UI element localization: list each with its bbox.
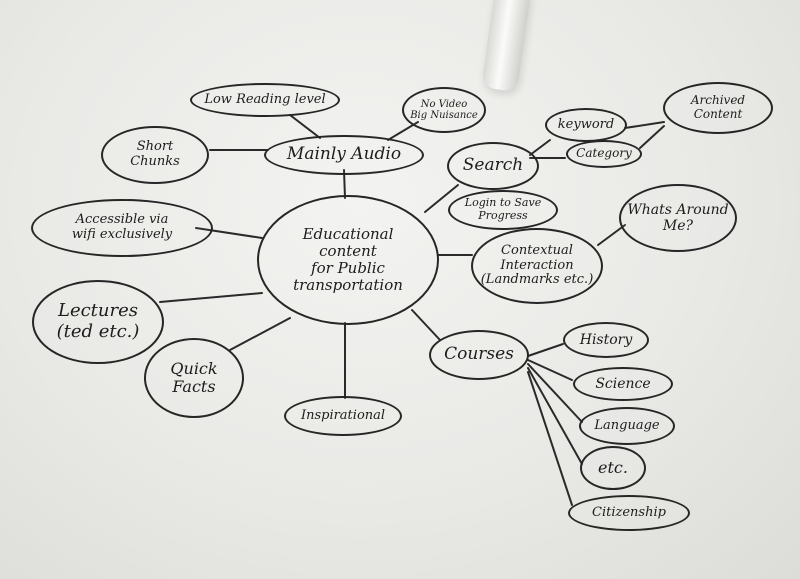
node-language: Language <box>579 407 675 445</box>
edge-courses-etc <box>527 367 583 465</box>
node-no-video: No Video Big Nuisance <box>402 87 486 133</box>
node-inspirational: Inspirational <box>284 396 402 436</box>
edge-category-archived <box>639 125 665 149</box>
edge-center-courses <box>411 309 441 341</box>
node-contextual-interaction: Contextual Interaction (Landmarks etc.) <box>471 228 603 304</box>
edge-courses-citizenship <box>527 371 573 506</box>
node-etc: etc. <box>580 446 646 490</box>
edge-courses-history <box>527 343 564 357</box>
node-science: Science <box>573 367 673 401</box>
edge-center-quick-facts <box>229 317 291 351</box>
node-low-reading-level: Low Reading level <box>190 83 340 117</box>
node-search: Search <box>447 142 539 190</box>
node-login-save-progress: Login to Save Progress <box>448 190 558 230</box>
edge-search-keyword <box>529 139 551 156</box>
node-archived-content: Archived Content <box>663 82 773 134</box>
edge-courses-language <box>527 363 583 423</box>
edge-keyword-archived <box>624 121 665 129</box>
edge-center-search <box>424 184 459 213</box>
node-category: Category <box>566 140 642 168</box>
node-accessible-wifi: Accessible via wifi exclusively <box>31 199 213 257</box>
node-keyword: keyword <box>545 108 627 142</box>
node-citizenship: Citizenship <box>568 495 690 531</box>
edge-contextual-whats-around <box>597 224 626 246</box>
node-quick-facts: Quick Facts <box>144 338 244 418</box>
edge-courses-science <box>527 359 573 381</box>
node-mainly-audio: Mainly Audio <box>264 135 424 175</box>
node-courses: Courses <box>429 330 529 380</box>
node-history: History <box>563 322 649 358</box>
node-lectures: Lectures (ted etc.) <box>32 280 164 364</box>
edge-audio-low-reading <box>289 114 321 139</box>
edge-center-lectures <box>159 292 263 303</box>
node-whats-around-me: Whats Around Me? <box>619 184 737 252</box>
node-short-chunks: Short Chunks <box>101 126 209 184</box>
center-node: Educational content for Public transport… <box>257 195 439 325</box>
